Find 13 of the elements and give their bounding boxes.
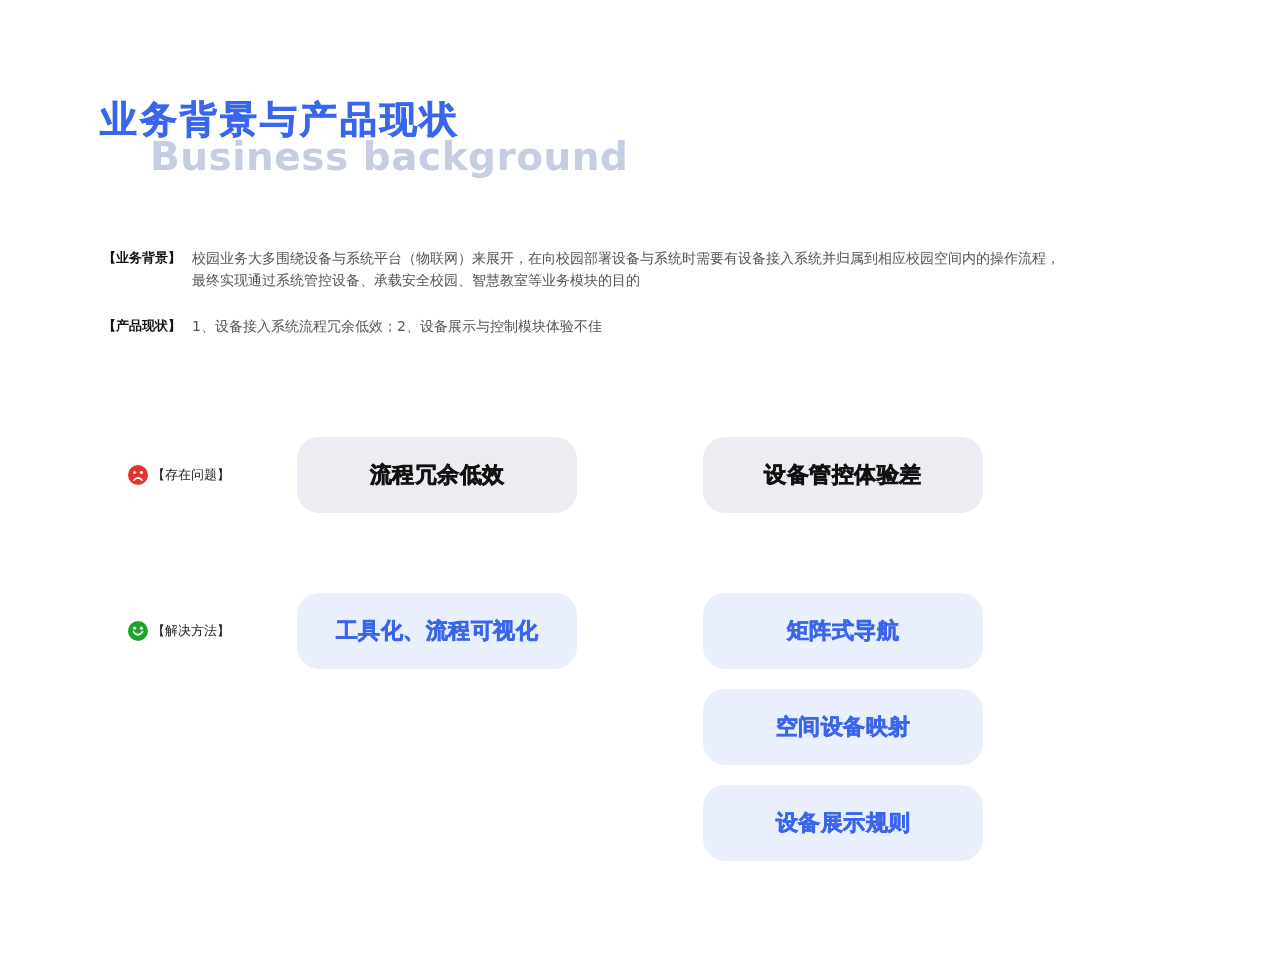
box-text: 空间设备映射 [775, 713, 911, 741]
box-text: 矩阵式导航 [786, 617, 900, 645]
row-label: 【存在问题】 [152, 466, 230, 484]
box-text: 流程冗余低效 [369, 461, 505, 489]
box-text: 工具化、流程可视化 [335, 617, 539, 645]
row-label: 【解决方法】 [152, 622, 230, 640]
section-label: 【业务背景】 [103, 249, 181, 267]
section-label: 【产品现状】 [103, 317, 181, 335]
background-paragraph: 校园业务大多围绕设备与系统平台（物联网）来展开，在向校园部署设备与系统时需要有设备接入系统并归属到相应校园空间内的操作流程，最终实现通过系统管控设备、承载安全校园、智慧教室等业务模块的目的 [192, 249, 1061, 290]
box-text: 设备管控体验差 [764, 461, 922, 489]
box-text: 设备展示规则 [775, 809, 911, 837]
page-title: 业务背景与产品现状 [100, 101, 460, 139]
status-text: 1、设备接入系统流程冗余低效；2、设备展示与控制模块体验不佳 [192, 317, 602, 336]
